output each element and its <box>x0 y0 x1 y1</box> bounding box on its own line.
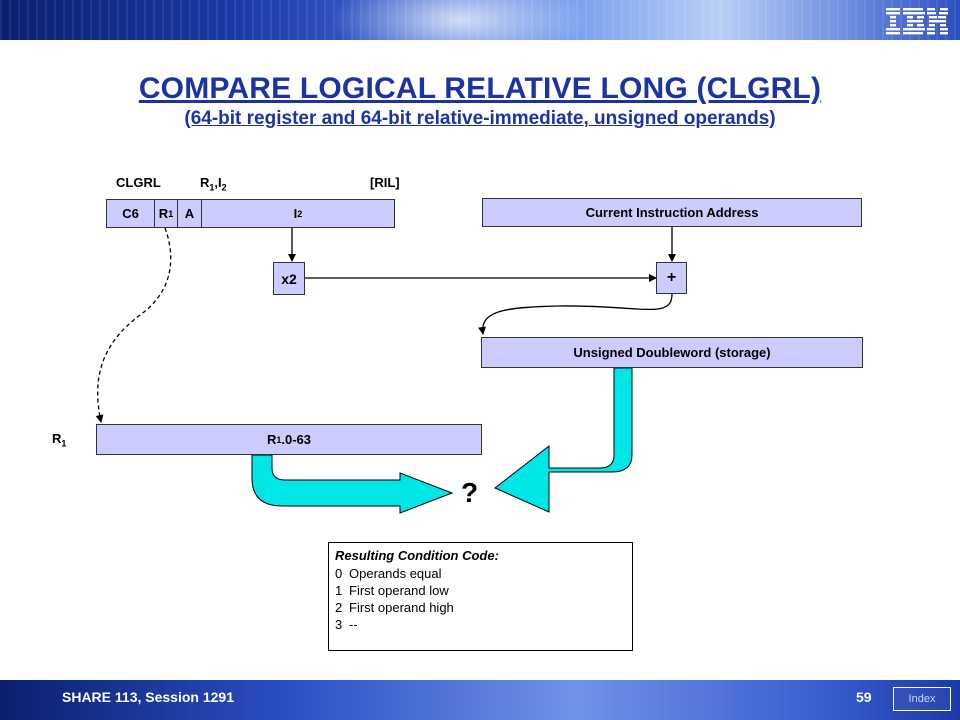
storage-box: Unsigned Doubleword (storage) <box>481 337 863 368</box>
register-label: R1 <box>52 431 67 449</box>
page-title: COMPARE LOGICAL RELATIVE LONG (CLGRL) <box>138 72 822 105</box>
footer-session: SHARE 113, Session 1291 <box>62 689 234 705</box>
storage-operand-arrow <box>494 367 633 513</box>
index-button[interactable]: Index <box>893 687 951 711</box>
footer-bar <box>0 680 960 720</box>
multiply-box: x2 <box>273 262 305 295</box>
plus-to-storage-arrow <box>478 293 673 335</box>
page-subtitle: (64-bit register and 64-bit relative-imm… <box>184 108 776 129</box>
page-number: 59 <box>856 689 872 705</box>
condition-code-title: Resulting Condition Code: <box>335 548 499 563</box>
condition-code-row: 3-- <box>335 617 358 632</box>
ext-opcode-field: A <box>178 200 202 227</box>
plus-box: + <box>656 262 687 294</box>
current-address-box: Current Instruction Address <box>482 198 862 227</box>
header-banner <box>0 0 960 40</box>
format-label: [RIL] <box>370 175 400 190</box>
operands-label: R1,I2 <box>200 175 227 193</box>
opcode-field: C6 <box>107 200 155 227</box>
ibm-logo <box>886 8 948 35</box>
mnemonic-label: CLGRL <box>116 175 161 190</box>
r1-field-dashed-arrow <box>95 227 172 423</box>
compare-question-mark: ? <box>461 477 479 508</box>
register-operand-arrow <box>251 454 454 514</box>
